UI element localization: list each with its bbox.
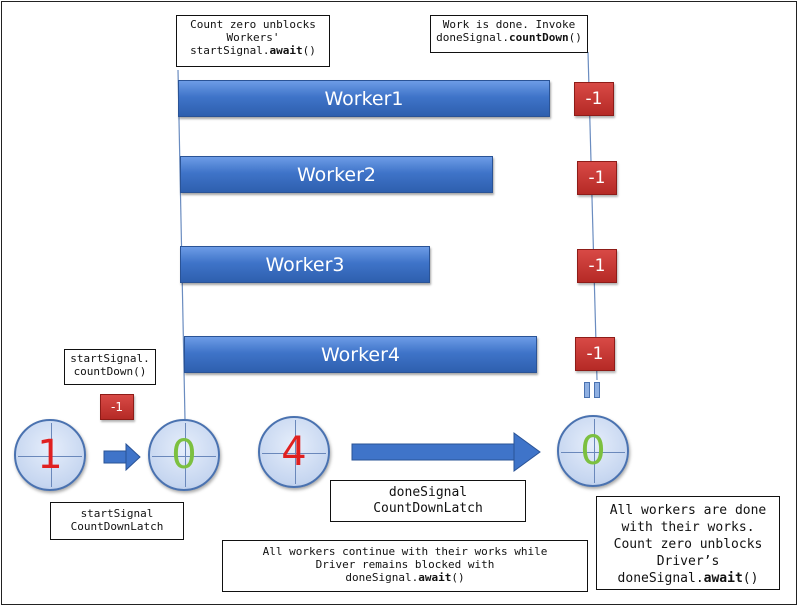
start-latch-dial-before: 1 xyxy=(14,419,86,491)
worker3-decrement: -1 xyxy=(577,249,617,283)
startsignal-await-note: Count zero unblocks Workers' startSignal… xyxy=(176,15,330,67)
note-text: startSignal. xyxy=(190,44,270,57)
done-arrow xyxy=(351,432,541,472)
note-text: () xyxy=(451,571,465,584)
startsignal-latch-label: startSignal CountDownLatch xyxy=(50,502,184,540)
note-line: doneSignal.await() xyxy=(601,570,775,587)
dial-count: 4 xyxy=(281,429,307,475)
note-text: doneSignal. xyxy=(617,571,704,586)
note-line: doneSignal xyxy=(388,485,468,500)
note-text: await xyxy=(418,571,452,584)
start-decrement: -1 xyxy=(100,394,134,420)
pause-mark xyxy=(584,382,590,398)
worker3-bar: Worker3 xyxy=(180,246,430,283)
startsignal-countdown-note: startSignal. countDown() xyxy=(64,349,156,385)
donesignal-countdown-note: Work is done. Invoke doneSignal.countDow… xyxy=(430,15,588,53)
note-line: doneSignal.await() xyxy=(227,571,583,584)
done-latch-dial-after: 0 xyxy=(557,415,629,487)
note-line: CountDownLatch xyxy=(70,520,164,533)
note-line: startSignal xyxy=(80,507,154,520)
note-line: Workers' xyxy=(226,31,280,44)
donesignal-latch-label: doneSignal CountDownLatch xyxy=(330,480,526,522)
note-line: Count zero unblocks xyxy=(613,537,763,552)
dial-crosshair xyxy=(262,453,326,454)
note-line: Count zero unblocks xyxy=(190,18,316,31)
note-line: startSignal. xyxy=(70,352,150,365)
dial-count: 1 xyxy=(37,432,63,478)
worker2-bar: Worker2 xyxy=(180,156,493,193)
note-text: countDown xyxy=(509,31,569,44)
dial-crosshair xyxy=(51,423,52,487)
note-line: startSignal.await() xyxy=(181,44,325,57)
note-line: All workers continue with their works wh… xyxy=(262,545,548,558)
dial-crosshair xyxy=(561,452,625,453)
note-text: doneSignal. xyxy=(436,31,509,44)
note-text: await xyxy=(269,44,303,57)
worker1-decrement: -1 xyxy=(574,82,614,116)
note-line: countDown() xyxy=(73,365,147,378)
note-text: () xyxy=(568,31,582,44)
dial-crosshair xyxy=(295,420,296,484)
worker4-decrement: -1 xyxy=(575,337,615,371)
note-line: CountDownLatch xyxy=(373,501,483,516)
dial-crosshair xyxy=(152,456,216,457)
all-done-note: All workers are done with their works. C… xyxy=(596,496,780,590)
note-line: doneSignal.countDown() xyxy=(435,31,583,44)
note-line: All workers are done xyxy=(609,503,767,518)
start-signal-line xyxy=(177,69,186,421)
dial-crosshair xyxy=(185,423,186,487)
worker2-decrement: -1 xyxy=(577,161,617,195)
worker4-bar: Worker4 xyxy=(184,336,537,373)
note-text: await xyxy=(703,571,743,586)
pause-mark xyxy=(594,382,600,398)
note-text: () xyxy=(302,44,316,57)
note-text: () xyxy=(742,571,759,586)
note-text: doneSignal. xyxy=(345,571,419,584)
start-latch-dial-after: 0 xyxy=(148,419,220,491)
note-line: Work is done. Invoke xyxy=(442,18,576,31)
dial-count: 0 xyxy=(580,428,606,474)
dial-crosshair xyxy=(594,419,595,483)
done-latch-dial-before: 4 xyxy=(258,416,330,488)
note-line: Driver remains blocked with xyxy=(315,558,495,571)
start-arrow xyxy=(103,442,141,472)
note-line: with their works. xyxy=(621,520,755,535)
dial-count: 0 xyxy=(171,432,197,478)
note-line: Driver’s xyxy=(656,554,720,569)
worker1-bar: Worker1 xyxy=(178,80,550,117)
workers-continue-note: All workers continue with their works wh… xyxy=(222,540,588,592)
dial-crosshair xyxy=(18,456,82,457)
